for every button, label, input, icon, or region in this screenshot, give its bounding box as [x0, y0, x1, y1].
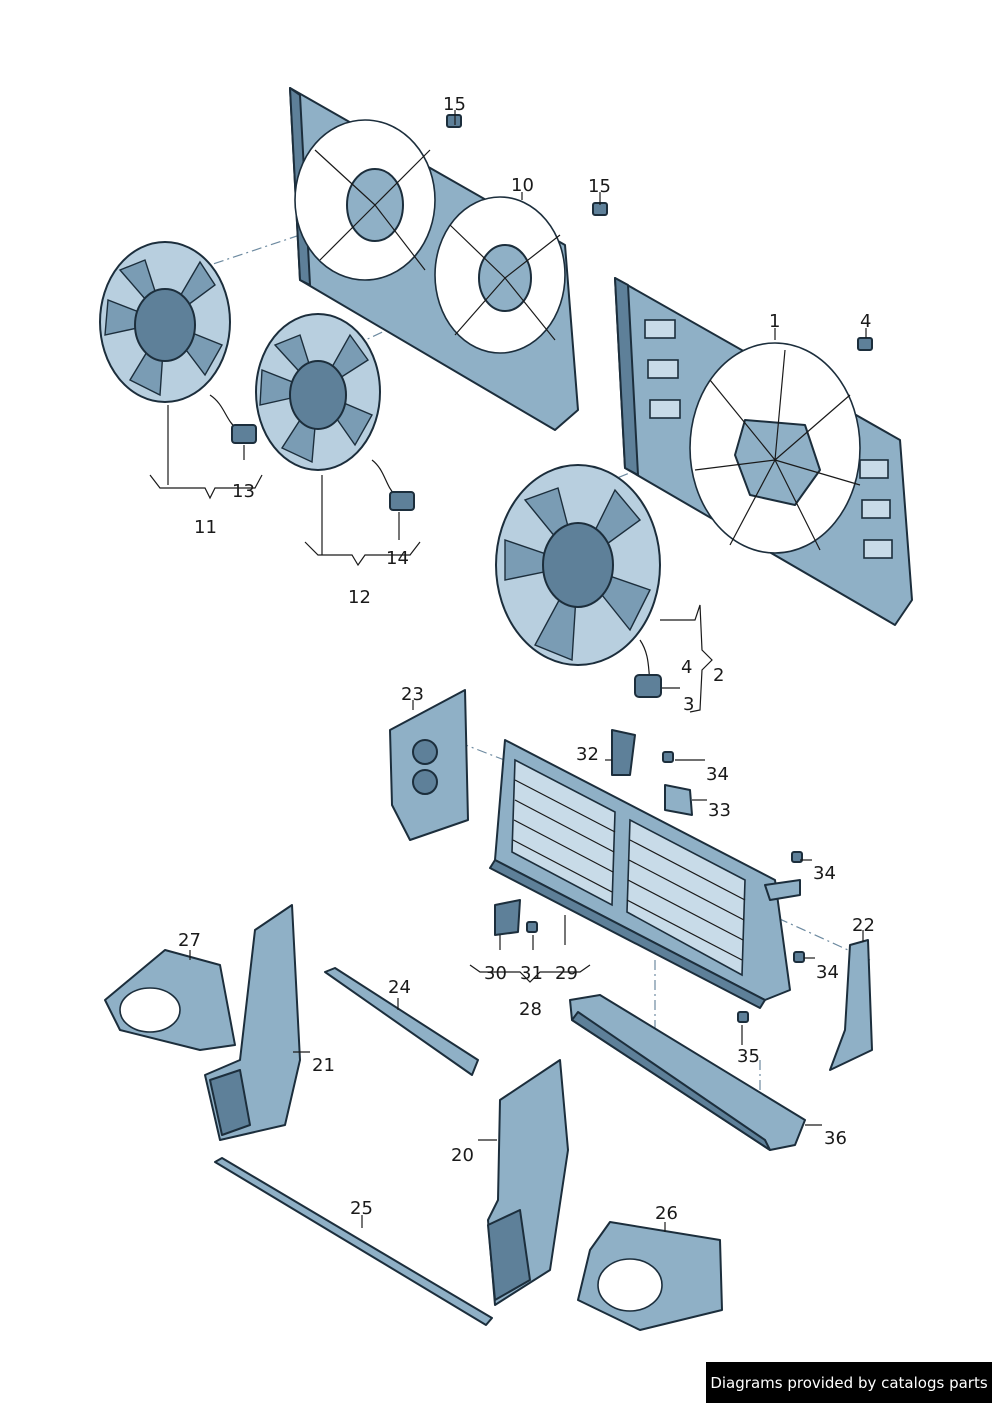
seal-strip-25: [214, 1157, 493, 1326]
callout-33: 33: [708, 800, 731, 821]
callout-4-fan: 4: [681, 657, 692, 678]
air-duct-27: [104, 949, 236, 1051]
callout-34-low: 34: [816, 962, 839, 983]
callout-14: 14: [386, 548, 409, 569]
callout-15-right: 15: [588, 176, 611, 197]
spoiler-36: [569, 994, 806, 1151]
callout-23: 23: [401, 684, 424, 705]
air-guide-20: [487, 1059, 569, 1306]
callout-25: 25: [350, 1198, 373, 1219]
callout-10: 10: [511, 175, 534, 196]
callout-22: 22: [852, 915, 875, 936]
fan-12: [255, 313, 415, 511]
callout-2: 2: [713, 665, 724, 686]
strip-24: [324, 967, 479, 1076]
callout-12: 12: [348, 587, 371, 608]
fan-shroud-1: [614, 277, 913, 626]
leader-lines: [149, 110, 867, 1232]
callout-20: 20: [451, 1145, 474, 1166]
callouts: 15 15 10 1 4 13 11 14 12 4 2 3 23 32 34 …: [178, 94, 875, 1224]
fan-2: [495, 464, 662, 698]
callout-31: 31: [520, 963, 543, 984]
fan-shroud-10: [289, 87, 579, 431]
callout-24: 24: [388, 977, 411, 998]
callout-11: 11: [194, 517, 217, 538]
callout-34-mid: 34: [813, 863, 836, 884]
bracket-22: [829, 939, 873, 1071]
callout-15-top: 15: [443, 94, 466, 115]
callout-27: 27: [178, 930, 201, 951]
callout-3: 3: [683, 694, 694, 715]
air-guide-21: [204, 904, 301, 1141]
callout-26: 26: [655, 1203, 678, 1224]
callout-1: 1: [769, 311, 780, 332]
bolts-upper: [446, 114, 873, 351]
credit-banner: Diagrams provided by catalogs parts: [706, 1362, 992, 1403]
small-parts: [494, 729, 805, 1023]
callout-32: 32: [576, 744, 599, 765]
callout-34-top: 34: [706, 764, 729, 785]
callout-4-bolt: 4: [860, 311, 871, 332]
callout-30: 30: [484, 963, 507, 984]
callout-13: 13: [232, 481, 255, 502]
callout-36: 36: [824, 1128, 847, 1149]
bracket-23: [389, 689, 469, 841]
callout-28: 28: [519, 999, 542, 1020]
callout-35: 35: [737, 1046, 760, 1067]
air-guide-frame-28: [489, 739, 791, 1009]
fan-11: [99, 241, 257, 444]
callout-29: 29: [555, 963, 578, 984]
air-duct-26: [577, 1221, 723, 1331]
callout-21: 21: [312, 1055, 335, 1076]
